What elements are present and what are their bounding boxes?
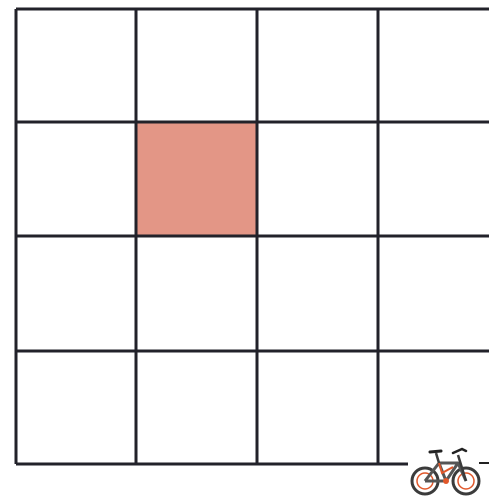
bicycle-icon <box>412 449 489 494</box>
grid-cells <box>136 122 257 236</box>
highlighted-cell <box>136 122 257 236</box>
grid-lines <box>16 9 489 464</box>
